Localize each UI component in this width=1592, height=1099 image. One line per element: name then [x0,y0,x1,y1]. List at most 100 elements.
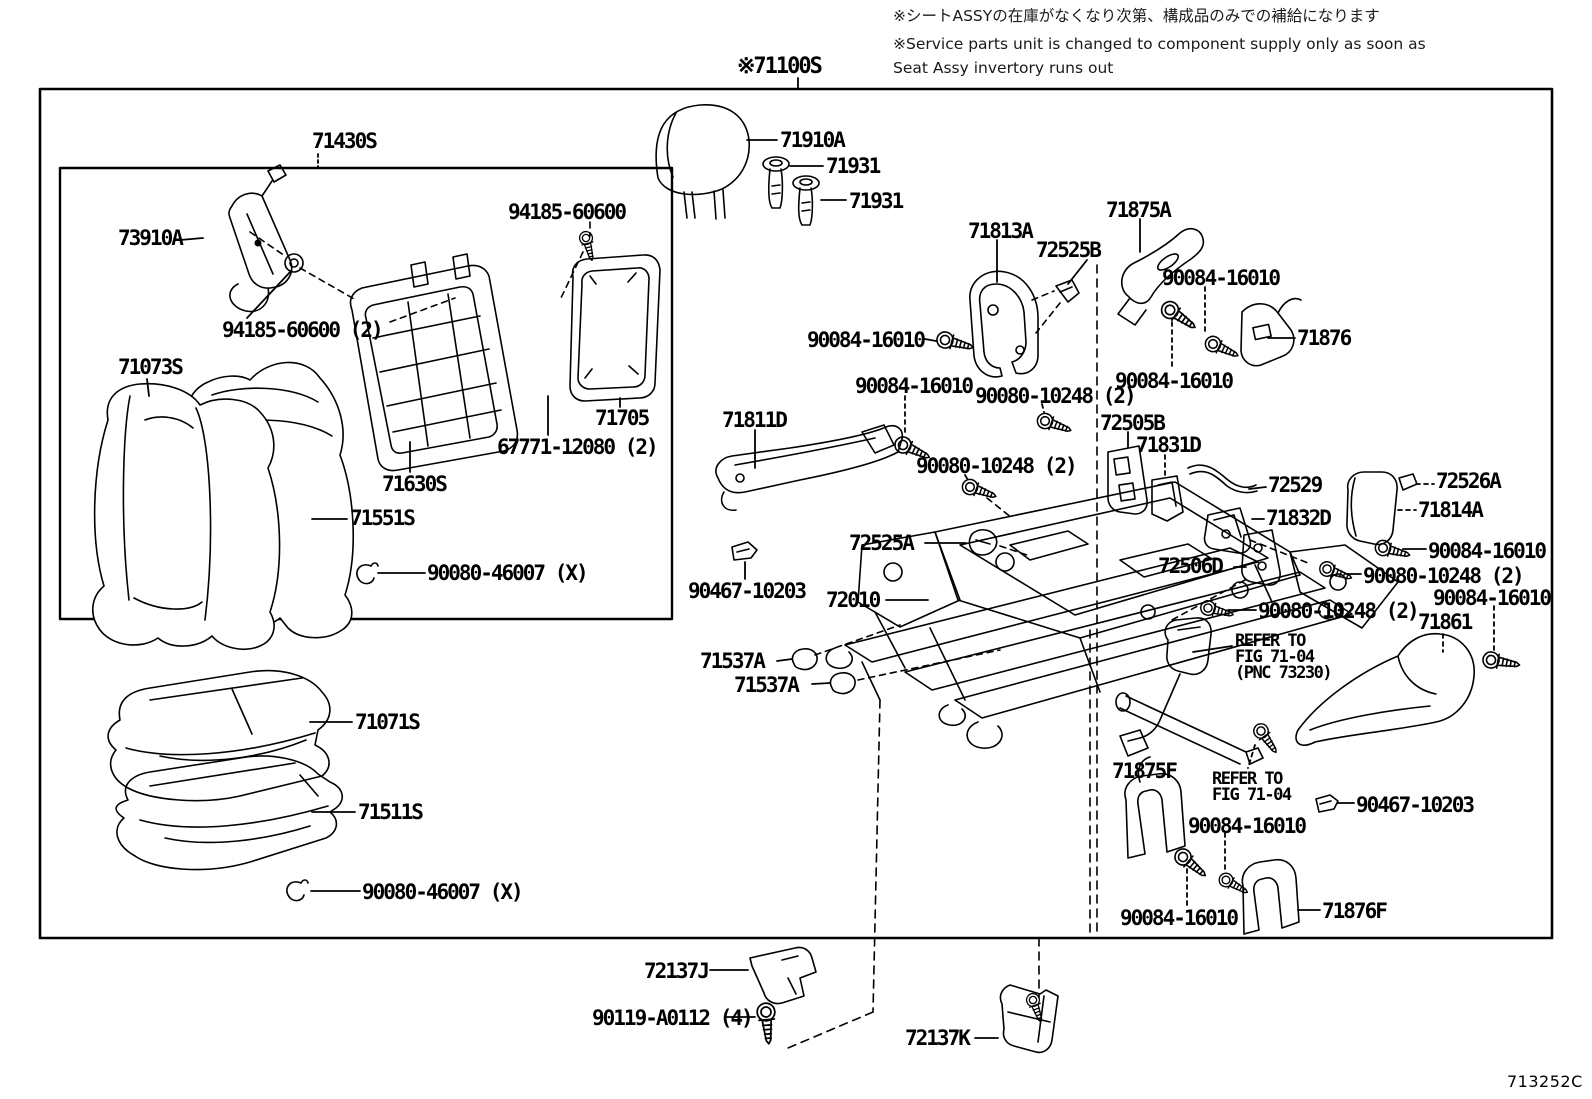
outer-border [38,87,1554,940]
screw-icon [1319,561,1353,580]
seatback-subassembly-border [58,166,674,621]
part-label-71813A: 71813A [968,219,1034,243]
part-label-71876: 71876 [1297,326,1352,350]
part-label-90080-10248-2-a: 90080-10248 (2) [975,384,1137,408]
part-label-71931-b: 71931 [849,189,904,213]
bracket-72505B [1107,445,1148,515]
screw-icon [756,1002,776,1045]
shield-71814A [1346,471,1398,546]
note-english-line2: Seat Assy invertory runs out [893,59,1114,77]
airbag-module-73910A [228,164,293,313]
part-label-71811D: 71811D [722,408,788,432]
part-label-90467-10203-a: 90467-10203 [688,579,807,603]
part-label-90080-10248-2-d: 90080-10248 (2) [1258,599,1420,623]
reference-note-refer-fig-71-04: REFER TO FIG 71-04 [1212,769,1292,805]
screw-icon [1160,300,1196,329]
screw-icon [961,478,997,498]
seat-adjuster-72010 [825,481,1399,749]
hog-ring-in-box [356,562,379,585]
part-label-71814A: 71814A [1418,498,1484,522]
screw-icon [1036,412,1072,432]
seat-cushion-pad-71071S [107,669,331,802]
part-label-71832D: 71832D [1266,506,1332,530]
exploded-axis-lines [787,264,1098,1049]
bracket-71876 [1240,297,1302,367]
part-label-90080-10248-2-b: 90080-10248 (2) [916,454,1078,478]
seat-side-member-71811D [715,424,904,512]
clip-90467-a [731,541,758,561]
drawing-code: 713252C [1507,1072,1583,1091]
part-label-90080-46007-X-a: 90080-46007 (X) [427,561,589,585]
part-label-71430S: 71430S [312,129,378,153]
clip-71537A-a [791,648,818,671]
assembly-number-71100S: ※71100S [737,54,823,79]
screw-icon [1204,335,1239,357]
part-label-71551S: 71551S [350,506,416,530]
headrest-support-71931-b [792,175,820,226]
clip-90467-b [1315,794,1339,813]
part-label-72010: 72010 [826,588,881,612]
part-label-71875A: 71875A [1106,198,1172,222]
part-label-71910A: 71910A [780,128,846,152]
note-english-line1: ※Service parts unit is changed to compon… [893,35,1426,53]
clip-72525B [1055,279,1080,303]
screw-icon [1482,651,1521,669]
reference-note-refer-fig-71-04-pnc: REFER TO FIG 71-04 (PNC 73230) [1235,631,1333,683]
part-label-71071S: 71071S [355,710,421,734]
hog-ring-bottom [286,879,309,902]
screw-icon [1174,848,1207,877]
screw-icon [1218,872,1249,894]
part-label-90084-16010-e: 90084-16010 [1428,539,1547,563]
part-label-90084-16010-d: 90084-16010 [1115,369,1234,393]
part-label-94185-60600: 94185-60600 [508,200,627,224]
seatback-frame-71630S [349,253,519,472]
part-label-71831D: 71831D [1136,433,1202,457]
part-label-71073S: 71073S [118,355,184,379]
part-label-72137K: 72137K [905,1026,971,1050]
bracket-71832D [1203,507,1252,554]
part-label-71876F: 71876F [1322,899,1388,923]
screw-icon [578,230,594,262]
part-label-94185-60600-2: 94185-60600 (2) [222,318,384,342]
bracket-72506D [1241,529,1281,586]
belt-buckle-refer1 [1119,617,1212,757]
release-lever-71875A [1117,227,1205,326]
screw-icon [1374,539,1411,558]
screw-icon [1200,600,1234,617]
part-label-90084-16010-c: 90084-16010 [1162,266,1281,290]
part-label-90080-10248-2-c: 90080-10248 (2) [1363,564,1525,588]
clip-72525A [968,529,998,556]
part-label-72525A: 72525A [849,531,915,555]
leader-lines [146,77,1495,1039]
part-label-71511S: 71511S [358,800,424,824]
screw-fasteners [578,230,1521,1045]
part-label-67771-12080-2: 67771-12080 (2) [497,435,659,459]
seatback-board-71705 [569,254,661,402]
bracket-71876F [1241,858,1300,935]
note-japanese: ※シートASSYの在庫がなくなり次第、構成品のみでの補給になります [893,7,1380,25]
part-label-71630S: 71630S [382,472,448,496]
part-label-90119-A0112-4: 90119-A0112 (4) [592,1006,754,1030]
bracket-71831D [1151,475,1184,522]
part-label-73910A: 73910A [118,226,184,250]
part-label-90084-16010-b: 90084-16010 [855,374,974,398]
part-label-90084-16010-g: 90084-16010 [1188,814,1307,838]
part-label-90080-46007-X-b: 90080-46007 (X) [362,880,524,904]
headrest-71910A [655,104,750,220]
part-label-71705: 71705 [595,406,650,430]
part-label-72506D: 72506D [1158,554,1224,578]
headrest-support-71931-a [762,156,790,209]
screw-icon [1253,723,1277,754]
part-label-72529: 72529 [1268,473,1323,497]
screw-icon [936,331,974,350]
lever-71875F [1124,756,1186,859]
clip-72526A [1398,473,1418,491]
seat-cushion-cover-71511S [115,755,343,871]
bracket-72137J [749,946,817,1005]
screw-icon [1025,992,1043,1023]
part-label-90084-16010-h: 90084-16010 [1120,906,1239,930]
clip-71537A-b [829,672,856,695]
part-label-72137J: 72137J [644,959,710,983]
